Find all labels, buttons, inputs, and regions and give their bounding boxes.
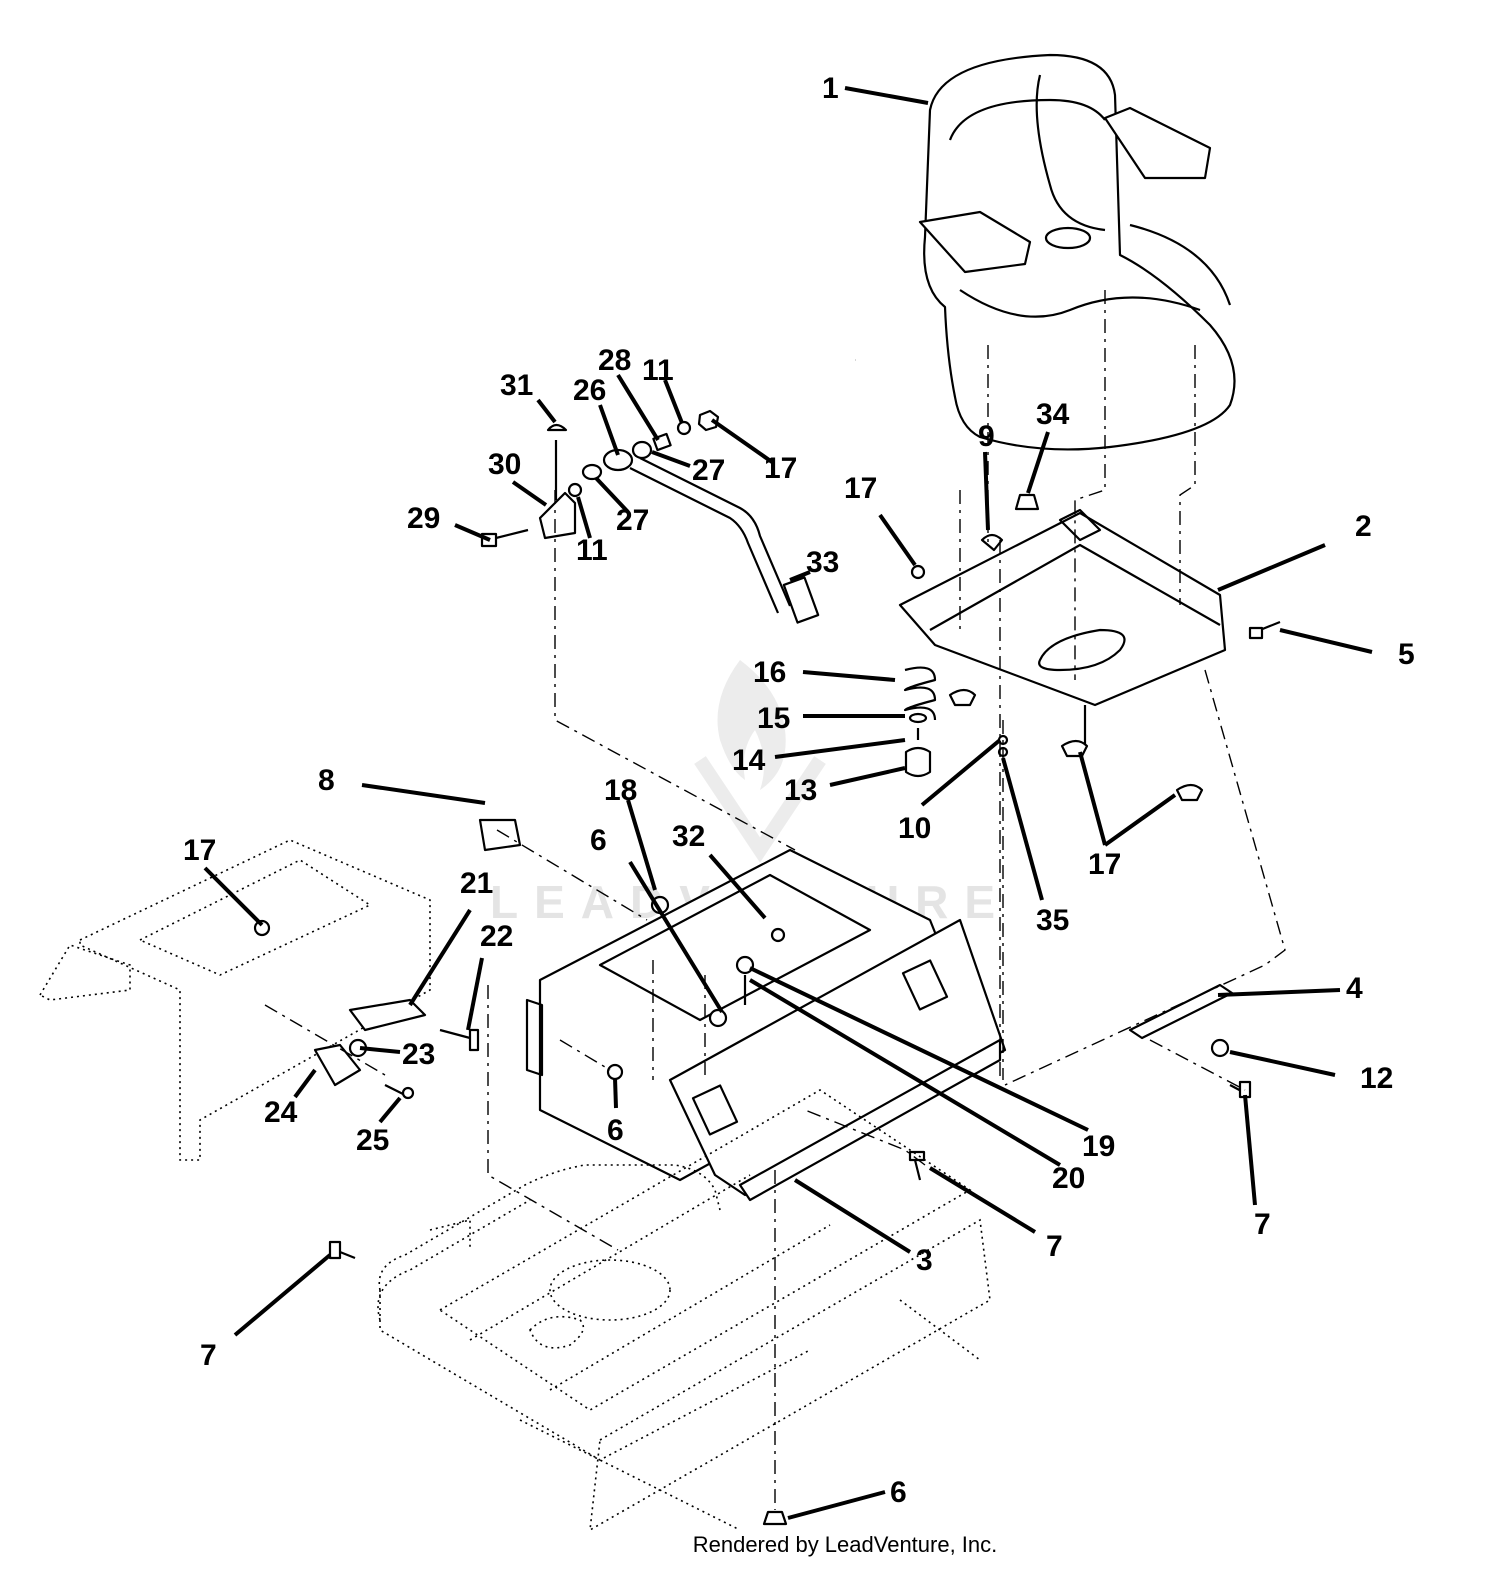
callout-22: 22: [480, 920, 513, 953]
callout-14: 14: [732, 744, 766, 777]
callout-28: 28: [598, 344, 631, 377]
seat: [918, 53, 1236, 451]
seat-support-panel: [478, 818, 1007, 1202]
callout-13: 13: [784, 774, 817, 807]
callout-6b: 6: [607, 1114, 624, 1147]
callout-27b: 27: [616, 504, 649, 537]
callout-17d: 17: [183, 834, 216, 867]
callout-17a: 17: [764, 452, 797, 485]
callout-7b: 7: [1254, 1208, 1271, 1241]
callout-7c: 7: [200, 1339, 217, 1372]
callout-29: 29: [407, 502, 440, 535]
callout-18: 18: [604, 774, 637, 807]
callout-31: 31: [500, 369, 533, 402]
seat-adjust-lever: [480, 409, 820, 624]
callout-27a: 27: [692, 454, 725, 487]
callout-2: 2: [1355, 510, 1372, 543]
callout-23: 23: [402, 1038, 435, 1071]
callout-32: 32: [672, 820, 705, 853]
callout-1: 1: [822, 72, 839, 105]
callout-34: 34: [1036, 398, 1070, 431]
credit-text: Rendered by LeadVenture, Inc.: [692, 1532, 998, 1557]
credit-line: Rendered by LeadVenture, Inc.: [0, 1532, 1500, 1558]
leader-lines: [203, 86, 1373, 1520]
callout-17c: 17: [1088, 848, 1121, 881]
callout-17b: 17: [844, 472, 877, 505]
callout-11a: 11: [642, 354, 674, 387]
callout-11b: 11: [576, 534, 608, 567]
spring-assembly: [903, 493, 1281, 802]
callout-15: 15: [757, 702, 790, 735]
callout-12: 12: [1360, 1062, 1393, 1095]
left-bracket-panel: [38, 839, 480, 1161]
callout-4: 4: [1346, 972, 1363, 1005]
callout-3: 3: [916, 1244, 933, 1277]
callout-21: 21: [460, 867, 493, 900]
callout-8: 8: [318, 764, 335, 797]
callout-19: 19: [1082, 1130, 1115, 1163]
callout-26: 26: [573, 374, 606, 407]
callout-6c: 6: [890, 1476, 907, 1509]
callout-35: 35: [1036, 904, 1069, 937]
callout-7a: 7: [1046, 1230, 1063, 1263]
callout-16: 16: [753, 656, 786, 689]
callouts: 1 2 3 4 5 6 6 6 7 7 7 8 9 10 11 11 12 13…: [183, 72, 1415, 1509]
callout-5: 5: [1398, 638, 1415, 671]
seat-pan: [898, 508, 1227, 751]
callout-30: 30: [488, 448, 521, 481]
callout-33: 33: [806, 546, 839, 579]
callout-10: 10: [898, 812, 931, 845]
callout-6a: 6: [590, 824, 607, 857]
callout-24: 24: [264, 1096, 298, 1129]
chassis-frame: [377, 1089, 991, 1532]
callout-20: 20: [1052, 1162, 1085, 1195]
callout-9: 9: [978, 420, 995, 453]
callout-25: 25: [356, 1124, 389, 1157]
